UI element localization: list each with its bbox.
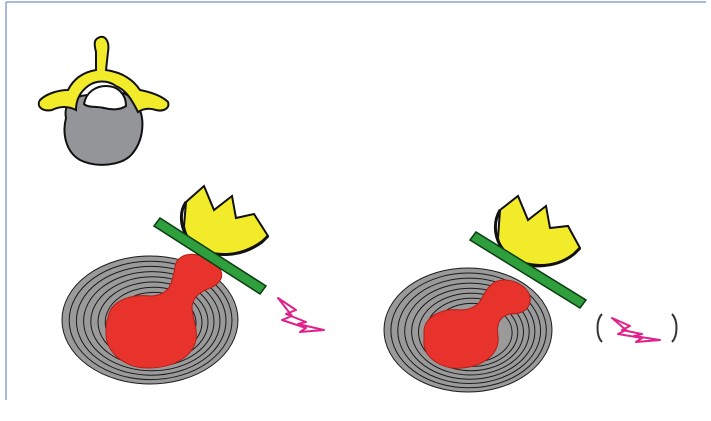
panel-herniation-reduced [384, 196, 677, 392]
vertebral-foramen [84, 86, 126, 109]
pain-lightning-icon [612, 318, 660, 342]
pain-lightning-icon [278, 298, 324, 332]
panel-herniation-compressed [62, 186, 324, 384]
paren-left [598, 314, 603, 342]
paren-right [672, 314, 677, 342]
vertebra-icon [39, 37, 169, 165]
